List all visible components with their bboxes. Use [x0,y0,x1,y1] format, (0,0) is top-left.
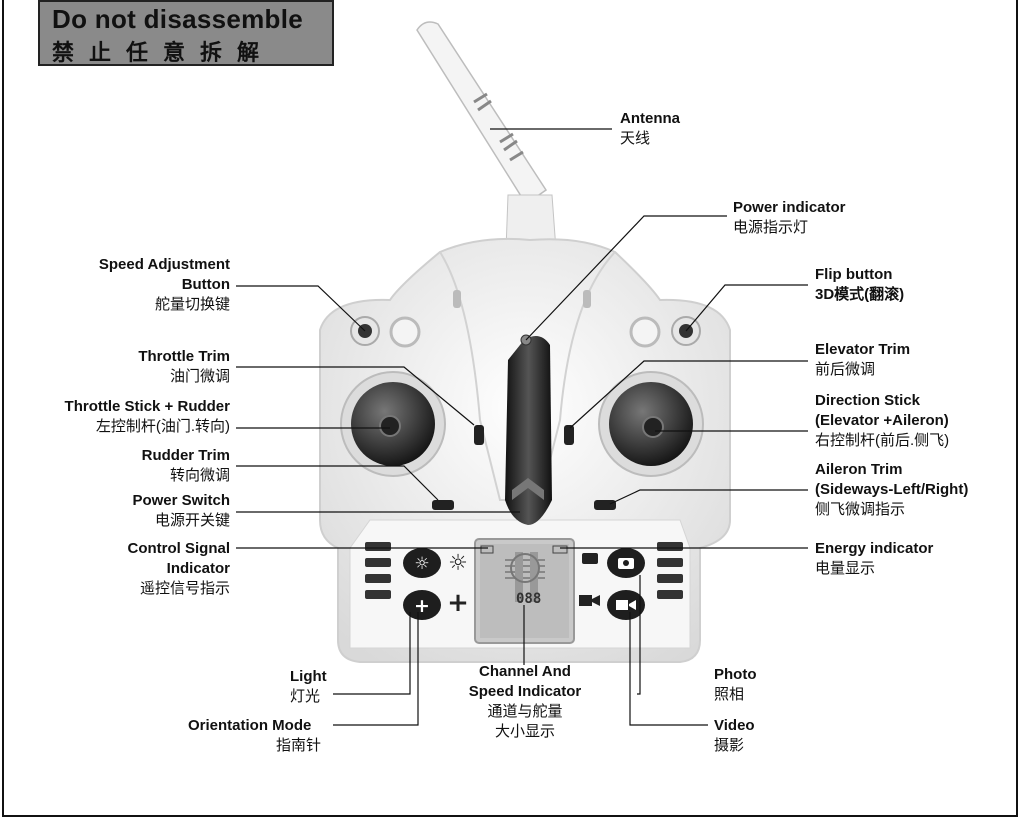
label-direction-stick-zh: 右控制杆(前后.侧飞) [815,432,950,449]
label-control-signal-en1: Control Signal [127,540,231,557]
label-power-switch-en: Power Switch [132,492,230,509]
lcd-readout: 088 [516,591,541,607]
left-shoulder-ring [389,316,421,348]
antenna-icon [416,21,557,251]
label-throttle-stick: Throttle Stick + Rudder 左控制杆(油门.转向) [10,397,230,437]
label-aileron-trim: Aileron Trim (Sideways-Left/Right) 侧飞微调指… [815,460,968,520]
label-control-signal: Control Signal Indicator 遥控信号指示 [60,539,231,599]
label-light-zh: 灯光 [290,688,321,705]
leader-lines [236,128,808,726]
label-channel-speed-zh2: 大小显示 [494,723,555,740]
label-speed-adjustment-zh: 舵量切换键 [154,296,230,313]
video-camera-icon [616,600,628,610]
label-elevator-trim-en: Elevator Trim [815,341,911,358]
label-throttle-stick-zh: 左控制杆(油门.转向) [95,418,230,435]
label-antenna-en: Antenna [620,110,680,127]
label-flip-button-zh: 3D模式(翻滚) [815,286,905,303]
label-control-signal-en2: Indicator [166,560,230,577]
label-rudder-trim-zh: 转向微调 [169,467,230,484]
label-power-indicator-en: Power indicator [733,199,846,216]
light-button[interactable] [403,548,441,578]
direction-stick[interactable] [598,371,704,477]
label-light-en: Light [290,668,327,685]
right-vent [583,290,591,308]
label-throttle-trim-zh: 油门微调 [169,368,230,385]
label-orientation-mode-en: Orientation Mode [188,717,312,734]
label-aileron-trim-en2: (Sideways-Left/Right) [815,481,969,498]
warning-text-zh: 禁止任意拆解 [52,40,275,65]
label-throttle-trim: Throttle Trim 油门微调 [60,347,230,387]
label-direction-stick: Direction Stick (Elevator +Aileron) 右控制杆… [815,391,949,451]
label-energy-indicator-en: Energy indicator [815,540,934,557]
label-throttle-stick-en: Throttle Stick + Rudder [64,398,230,415]
label-channel-speed-en1: Channel And [479,663,571,680]
rudder-trim[interactable] [432,500,454,510]
label-orientation-mode: Orientation Mode 指南针 [188,716,321,756]
right-shoulder-ring [629,316,661,348]
label-channel-speed: Channel And Speed Indicator 通道与舵量 大小显示 [450,662,600,742]
label-energy-indicator: Energy indicator 电量显示 [815,539,933,579]
video-camera-icon [579,595,592,606]
elevator-trim[interactable] [564,425,574,445]
warning-box: Do not disassemble 禁止任意拆解 [38,0,334,66]
label-power-switch: Power Switch 电源开关键 [60,491,230,531]
label-video: Video 摄影 [714,716,755,756]
label-orientation-mode-zh: 指南针 [276,737,322,754]
label-direction-stick-en2: (Elevator +Aileron) [815,412,949,429]
label-photo: Photo 照相 [714,665,757,705]
label-channel-speed-en2: Speed Indicator [468,683,582,700]
left-vent [453,290,461,308]
label-speed-adjustment-en1: Speed Adjustment [98,256,230,273]
label-channel-speed-zh1: 通道与舵量 [487,703,563,720]
label-antenna: Antenna 天线 [620,109,680,149]
label-direction-stick-en1: Direction Stick [815,392,921,409]
label-power-indicator: Power indicator 电源指示灯 [733,198,846,238]
label-photo-en: Photo [714,666,757,683]
label-video-en: Video [714,717,755,734]
camera-icon [582,553,598,564]
label-light: Light 灯光 [290,667,327,707]
aileron-trim[interactable] [594,500,616,510]
plus-icon: + [414,595,430,617]
label-elevator-trim-zh: 前后微调 [815,361,876,378]
sun-icon: ☼ [414,554,429,574]
left-grip-bars [365,542,391,599]
sun-icon: ☼ [448,551,468,576]
label-energy-indicator-zh: 电量显示 [815,560,876,577]
label-power-indicator-zh: 电源指示灯 [733,219,809,236]
power-indicator-housing [505,336,552,525]
label-speed-adjustment: Speed Adjustment Button 舵量切换键 [60,255,230,315]
label-speed-adjustment-en2: Button [181,276,230,293]
label-power-switch-zh: 电源开关键 [154,512,230,529]
label-rudder-trim: Rudder Trim 转向微调 [60,446,230,486]
label-antenna-zh: 天线 [620,130,651,147]
warning-text-en: Do not disassemble [52,4,304,34]
label-photo-zh: 照相 [714,686,745,703]
throttle-trim[interactable] [474,425,484,445]
right-grip-bars [657,542,683,599]
label-video-zh: 摄影 [714,737,745,754]
label-aileron-trim-zh: 侧飞微调指示 [815,501,906,518]
label-throttle-trim-en: Throttle Trim [138,348,230,365]
throttle-stick[interactable] [340,371,446,477]
label-rudder-trim-en: Rudder Trim [141,447,230,464]
label-aileron-trim-en1: Aileron Trim [815,461,903,478]
orientation-mode-button[interactable] [403,590,441,620]
plus-icon: + [447,588,469,618]
power-switch[interactable] [512,478,544,500]
label-elevator-trim: Elevator Trim 前后微调 [815,340,910,380]
label-control-signal-zh: 遥控信号指示 [139,580,230,597]
label-flip-button-en: Flip button [815,266,893,283]
label-flip-button: Flip button 3D模式(翻滚) [815,265,904,305]
